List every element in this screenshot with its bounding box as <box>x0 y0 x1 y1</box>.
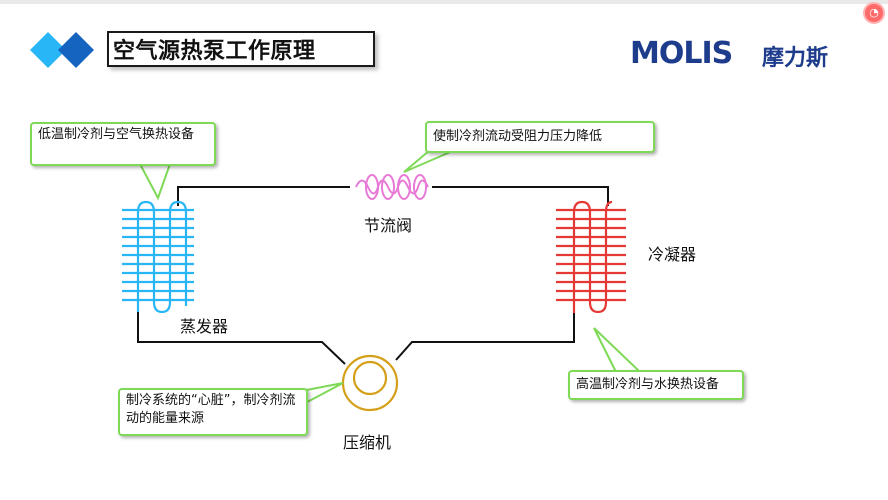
compressor-symbol <box>341 354 399 412</box>
callout-evaporator: 低温制冷剂与空气换热设备 <box>30 122 216 166</box>
callout-pointers <box>138 149 643 410</box>
callout-compressor-text: 制冷系统的“心脏”，制冷剂流动的能量来源 <box>126 393 296 426</box>
condenser-label: 冷凝器 <box>648 245 697 264</box>
condenser-coil <box>556 200 626 314</box>
callout-condenser: 高温制冷剂与水换热设备 <box>568 370 744 400</box>
evaporator-label: 蒸发器 <box>180 317 229 336</box>
app-badge-icon[interactable]: ◔ <box>863 2 885 24</box>
evaporator-coil <box>122 200 194 314</box>
expansion-valve-coil <box>355 174 429 200</box>
top-bar <box>0 0 888 4</box>
brand-logo-text: MOLIS <box>630 36 733 71</box>
callout-valve: 使制冷剂流动受阻力压力降低 <box>425 121 655 153</box>
compressor-label: 压缩机 <box>343 433 392 452</box>
expansion-valve-label: 节流阀 <box>364 216 413 235</box>
callout-condenser-text: 高温制冷剂与水换热设备 <box>576 377 720 392</box>
callout-valve-text: 使制冷剂流动受阻力压力降低 <box>433 129 603 144</box>
page-title: 空气源热泵工作原理 <box>113 39 316 64</box>
callout-compressor: 制冷系统的“心脏”，制冷剂流动的能量来源 <box>118 388 308 436</box>
refrigerant-circuit <box>137 186 609 365</box>
brand-logo-cn: 摩力斯 <box>762 46 829 71</box>
callout-evaporator-text: 低温制冷剂与空气换热设备 <box>38 127 195 142</box>
diamond-icon <box>30 32 94 68</box>
title-box <box>107 31 375 67</box>
